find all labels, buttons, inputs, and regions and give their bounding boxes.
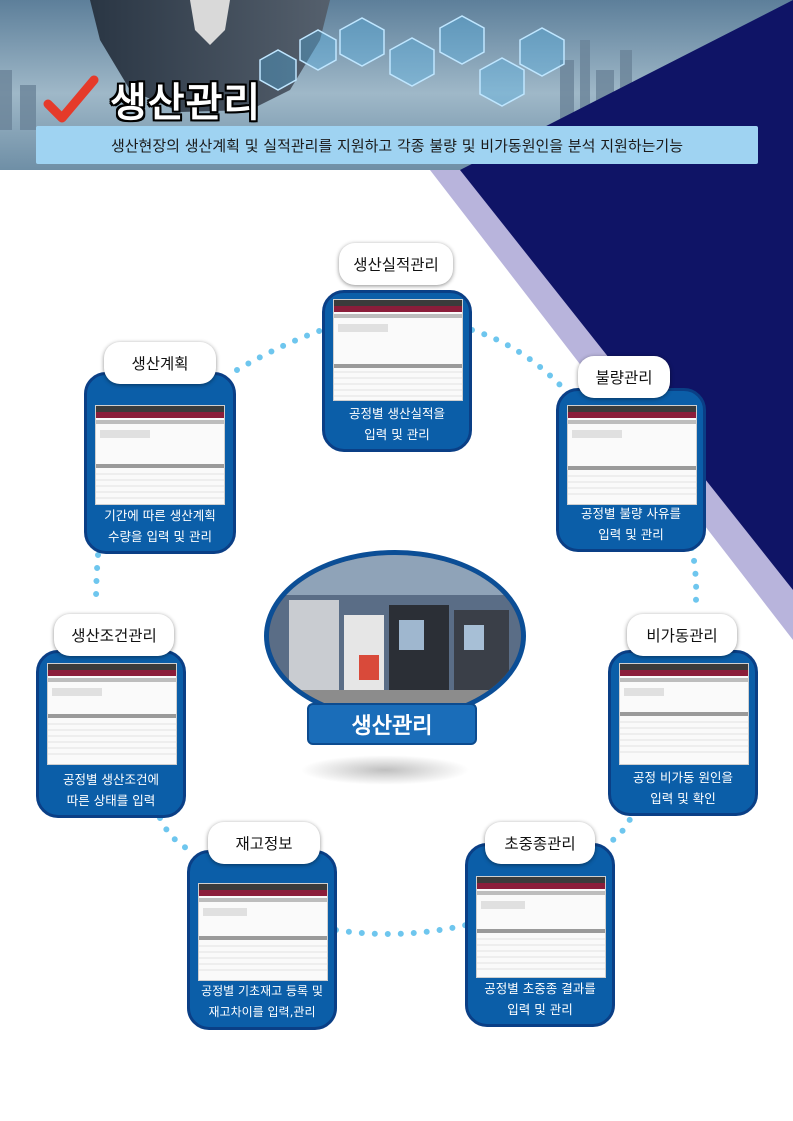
page-title: 생산관리 xyxy=(110,80,262,126)
description-text: 생산현장의 생산계획 및 실적관리를 지원하고 각종 불량 및 비가동원인을 분… xyxy=(110,136,684,155)
connector-performance-defect xyxy=(469,327,563,388)
connector-condition-plan xyxy=(93,552,101,608)
app-screenshot-icon xyxy=(48,664,176,755)
module-title-condition: 생산조건관리 xyxy=(54,614,174,656)
factory-photo xyxy=(264,550,526,722)
module-card-condition: 공정별 생산조건에 따른 상태를 입력 xyxy=(36,650,186,818)
description-bar: 생산현장의 생산계획 및 실적관리를 지원하고 각종 불량 및 비가동원인을 분… xyxy=(36,126,758,164)
screenshot-thumbnail xyxy=(47,663,177,765)
app-screenshot-icon xyxy=(96,406,224,499)
screenshot-thumbnail xyxy=(333,299,463,401)
module-caption: 공정별 생산조건에 따른 상태를 입력 xyxy=(63,772,159,808)
app-screenshot-icon xyxy=(199,884,327,971)
screenshot-thumbnail xyxy=(95,405,225,505)
module-title-firstlast: 초중종관리 xyxy=(485,822,595,864)
module-title-downtime: 비가동관리 xyxy=(627,614,737,656)
module-card-downtime: 공정 비가동 원인을 입력 및 확인 xyxy=(608,650,758,816)
connector-firstlast-inventory xyxy=(333,922,469,937)
connector-downtime-firstlast xyxy=(602,805,638,848)
app-screenshot-icon xyxy=(620,664,748,753)
module-title-defect: 불량관리 xyxy=(578,356,670,398)
module-card-defect: 공정별 불량 사유를 입력 및 관리 xyxy=(556,388,706,552)
app-screenshot-icon xyxy=(568,406,696,495)
module-caption: 공정 비가동 원인을 입력 및 확인 xyxy=(633,770,733,806)
module-card-plan: 기간에 따른 생산계획 수량을 입력 및 관리 xyxy=(84,372,236,554)
module-title-plan: 생산계획 xyxy=(104,342,216,384)
screenshot-thumbnail xyxy=(198,883,328,981)
connector-defect-downtime xyxy=(689,545,700,603)
header-banner: 생산관리 생산현장의 생산계획 및 실적관리를 지원하고 각종 불량 및 비가동… xyxy=(0,0,793,170)
screenshot-thumbnail xyxy=(476,876,606,978)
module-card-performance: 공정별 생산실적을 입력 및 관리 xyxy=(322,290,472,452)
module-caption: 공정별 생산실적을 입력 및 관리 xyxy=(349,406,445,442)
connector-plan-performance xyxy=(234,327,325,373)
module-caption: 공정별 초중종 결과를 입력 및 관리 xyxy=(484,981,596,1017)
module-card-firstlast: 공정별 초중종 결과를 입력 및 관리 xyxy=(465,843,615,1027)
checkmark-icon xyxy=(43,75,99,123)
center-label: 생산관리 xyxy=(307,703,477,745)
module-title-inventory: 재고정보 xyxy=(208,822,320,864)
module-caption: 기간에 따른 생산계획 수량을 입력 및 관리 xyxy=(104,508,216,544)
screenshot-thumbnail xyxy=(619,663,749,765)
center-shadow xyxy=(300,755,470,785)
screenshot-thumbnail xyxy=(567,405,697,505)
module-caption: 공정별 불량 사유를 입력 및 관리 xyxy=(581,506,681,542)
factory-machines-illustration xyxy=(269,555,521,717)
module-card-inventory: 공정별 기초재고 등록 및 재고차이를 입력,관리 xyxy=(187,850,337,1030)
module-title-performance: 생산실적관리 xyxy=(339,243,453,285)
app-screenshot-icon xyxy=(477,877,605,970)
connector-inventory-condition xyxy=(157,815,193,853)
module-caption: 공정별 기초재고 등록 및 재고차이를 입력,관리 xyxy=(201,984,323,1019)
app-screenshot-icon xyxy=(334,300,462,397)
